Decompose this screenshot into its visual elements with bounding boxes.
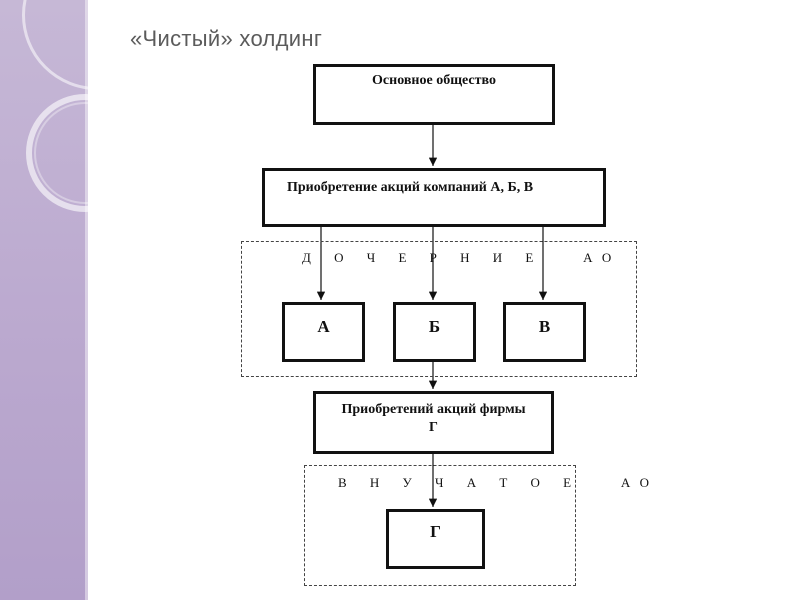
firm-acquisition-label-line2: Г — [429, 420, 438, 435]
subsidiary-v-box: В — [503, 302, 586, 362]
subsidiary-b-box: Б — [393, 302, 476, 362]
parent-company-box: Основное общество — [313, 64, 555, 125]
decorative-side-panel — [0, 0, 88, 600]
slide-title: «Чистый» холдинг — [130, 26, 323, 51]
subsidiary-a-label: А — [317, 317, 330, 336]
acquisition-label: Приобретение акций компаний А, Б, В — [287, 180, 534, 195]
subsidiaries-label: Д О Ч Е Р Н И Е АО — [302, 250, 622, 265]
grand-subsidiaries-group — [304, 465, 576, 586]
grand-subsidiary-box: Г — [386, 509, 485, 569]
subsidiary-a-box: А — [282, 302, 365, 362]
acquisition-box: Приобретение акций компаний А, Б, В — [262, 168, 606, 227]
parent-company-label: Основное общество — [372, 73, 496, 88]
subsidiaries-group — [241, 241, 637, 377]
grand-subsidiaries-label: В Н У Ч А Т О Е АО — [338, 475, 659, 490]
subsidiary-v-label: В — [538, 317, 551, 336]
grand-subsidiary-label: Г — [430, 522, 441, 541]
firm-acquisition-label-line1: Приобретений акций фирмы — [341, 402, 526, 417]
firm-acquisition-box: Приобретений акций фирмы Г — [313, 391, 554, 454]
subsidiary-b-label: Б — [428, 317, 441, 336]
